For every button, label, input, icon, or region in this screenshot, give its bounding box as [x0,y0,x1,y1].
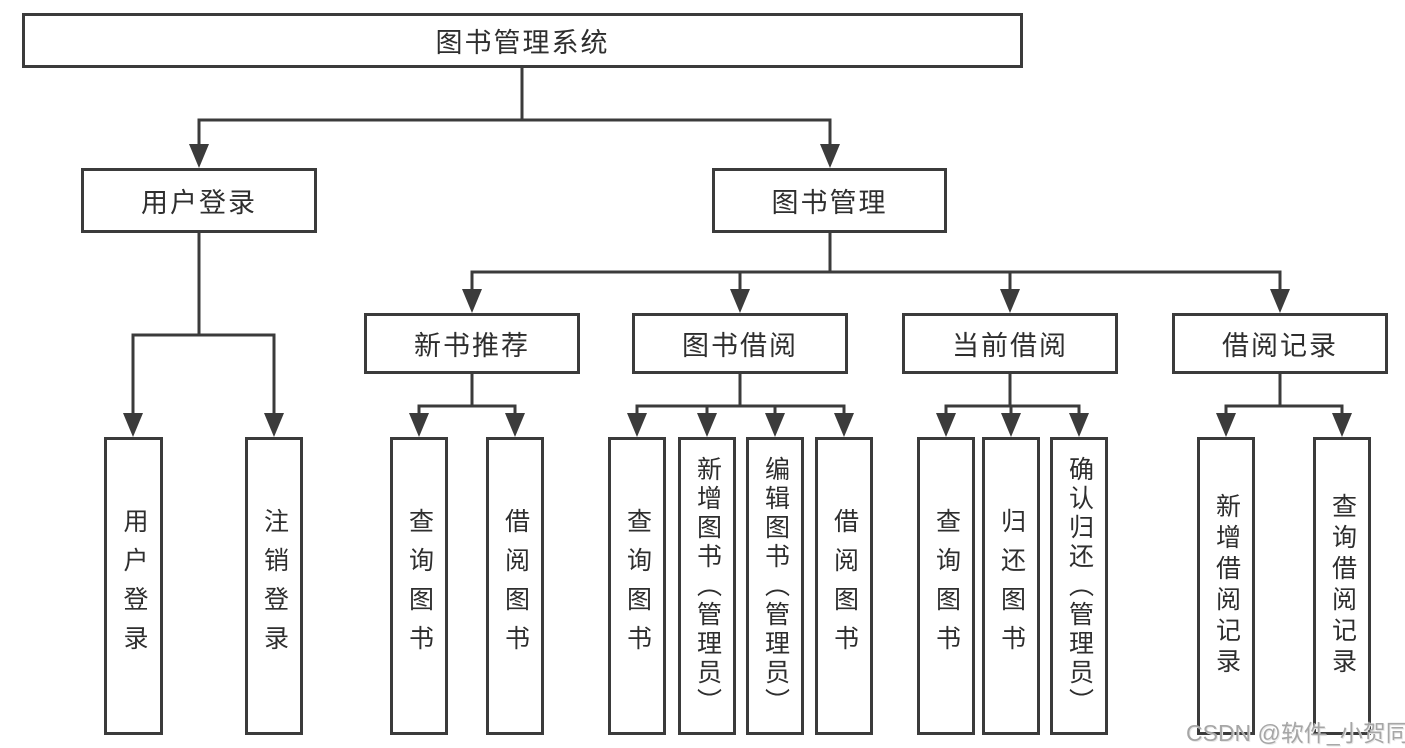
node-user-login: 用户登录 [81,168,317,233]
node-new-book-recommend: 新书推荐 [364,313,580,374]
leaf-query-books-2-label: 查询图书 [623,508,652,664]
node-current-borrowing-label: 当前借阅 [952,331,1068,361]
node-book-management-label: 图书管理 [771,188,888,218]
node-new-book-recommend-label: 新书推荐 [414,331,530,361]
arrowheads [123,144,1352,437]
leaf-edit-book-admin-label: 编辑图书（管理员） [761,455,790,717]
leaf-add-book-admin-label: 新增图书（管理员） [693,455,722,717]
leaf-borrow-books-2-label: 借阅图书 [830,508,859,664]
csdn-watermark: CSDN @软件_小贺同学 [1186,720,1405,746]
leaf-borrow-books-1-label: 借阅图书 [501,508,530,664]
node-current-borrowing: 当前借阅 [902,313,1118,374]
node-root: 图书管理系统 [22,13,1023,68]
leaf-logout: 注销登录 [245,437,303,735]
leaf-logout-label: 注销登录 [260,508,289,664]
leaf-query-borrow-record-label: 查询借阅记录 [1328,493,1357,679]
node-root-label: 图书管理系统 [435,28,610,58]
leaf-return-book-label: 归还图书 [997,508,1026,664]
leaf-add-borrow-record: 新增借阅记录 [1197,437,1255,735]
leaf-borrow-books-1: 借阅图书 [486,437,544,735]
leaf-edit-book-admin: 编辑图书（管理员） [746,437,804,735]
connector-paths [131,66,1344,417]
node-borrow-records: 借阅记录 [1172,313,1388,374]
leaf-add-book-admin: 新增图书（管理员） [678,437,736,735]
leaf-confirm-return-admin: 确认归还（管理员） [1050,437,1108,735]
leaf-query-books-1: 查询图书 [390,437,448,735]
node-borrow-records-label: 借阅记录 [1222,331,1338,361]
node-book-borrowing: 图书借阅 [632,313,848,374]
node-user-login-label: 用户登录 [141,188,257,218]
leaf-add-borrow-record-label: 新增借阅记录 [1212,493,1241,679]
node-book-management: 图书管理 [712,168,947,233]
leaf-borrow-books-2: 借阅图书 [815,437,873,735]
leaf-query-books-3-label: 查询图书 [932,508,961,664]
leaf-confirm-return-admin-label: 确认归还（管理员） [1065,455,1094,717]
leaf-query-books-1-label: 查询图书 [405,508,434,664]
leaf-user-login: 用户登录 [104,437,163,735]
leaf-user-login-label: 用户登录 [120,508,148,664]
leaf-query-books-2: 查询图书 [608,437,666,735]
leaf-query-books-3: 查询图书 [917,437,975,735]
node-book-borrowing-label: 图书借阅 [682,331,798,361]
leaf-query-borrow-record: 查询借阅记录 [1313,437,1371,735]
leaf-return-book: 归还图书 [982,437,1040,735]
